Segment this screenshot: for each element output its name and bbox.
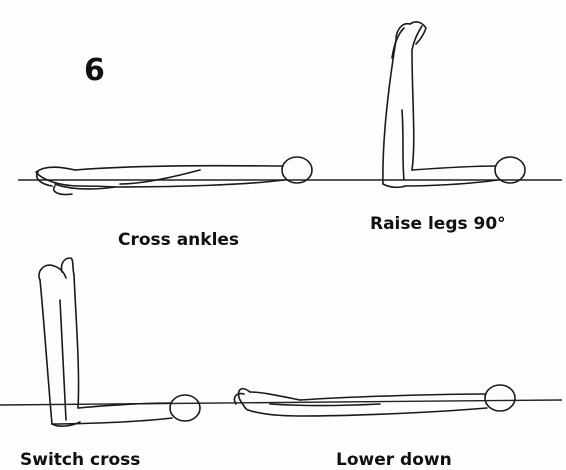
caption-raise-legs: Raise legs 90°	[370, 216, 506, 233]
caption-cross-ankles: Cross ankles	[118, 232, 239, 249]
figure-raise-legs	[383, 22, 525, 187]
caption-lower-down: Lower down	[336, 452, 452, 469]
figure-switch-cross	[39, 258, 200, 426]
step-number: 6	[84, 56, 105, 86]
caption-switch-cross: Switch cross	[20, 452, 140, 469]
figure-cross-ankles	[36, 157, 312, 195]
